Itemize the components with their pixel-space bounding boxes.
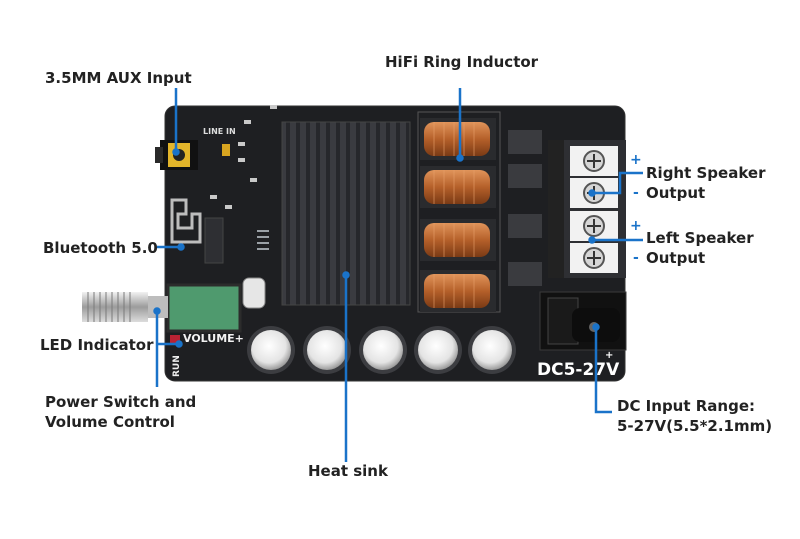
run-print: RUN	[172, 355, 182, 377]
right-speaker-label-line2: Output	[646, 184, 706, 202]
dc-jack	[539, 291, 627, 351]
bluetooth-label: Bluetooth 5.0	[43, 239, 158, 257]
bluetooth-antenna	[170, 198, 202, 244]
left-speaker-label-line1: Left Speaker	[646, 229, 754, 247]
aux-input-label: 3.5MM AUX Input	[45, 69, 192, 87]
dc-input-label-line1: DC Input Range:	[617, 397, 756, 415]
hifi-inductor-label: HiFi Ring Inductor	[385, 53, 539, 71]
left-plus-sign: +	[630, 218, 642, 234]
led-display	[166, 283, 242, 333]
led-indicator-label: LED Indicator	[40, 336, 154, 354]
line-in-print: LINE IN	[203, 127, 236, 136]
leader-lines	[153, 88, 643, 462]
dc-plus-print: +	[605, 350, 613, 361]
dc-input-label-line2: 5-27V(5.5*2.1mm)	[617, 417, 773, 435]
speaker-terminals	[548, 140, 626, 278]
dc-input-leader	[594, 328, 612, 414]
hifi-inductors	[417, 111, 501, 313]
right-speaker-leader	[593, 171, 643, 195]
power-switch-label-line2: Volume Control	[45, 413, 175, 431]
volume-print: VOLUME+	[183, 332, 244, 345]
left-minus-sign: -	[633, 250, 639, 266]
right-minus-sign: -	[633, 185, 639, 201]
right-plus-sign: +	[630, 152, 642, 168]
left-speaker-label-line2: Output	[646, 249, 706, 267]
heat-sink-label: Heat sink	[308, 462, 388, 480]
dc-rating-print: DC5-27V	[537, 360, 620, 380]
power-switch-label-line1: Power Switch and	[45, 393, 197, 411]
right-speaker-label-line1: Right Speaker	[646, 164, 766, 182]
aux-jack	[155, 140, 198, 170]
capacitors	[247, 326, 516, 374]
volume-knob	[82, 292, 168, 322]
